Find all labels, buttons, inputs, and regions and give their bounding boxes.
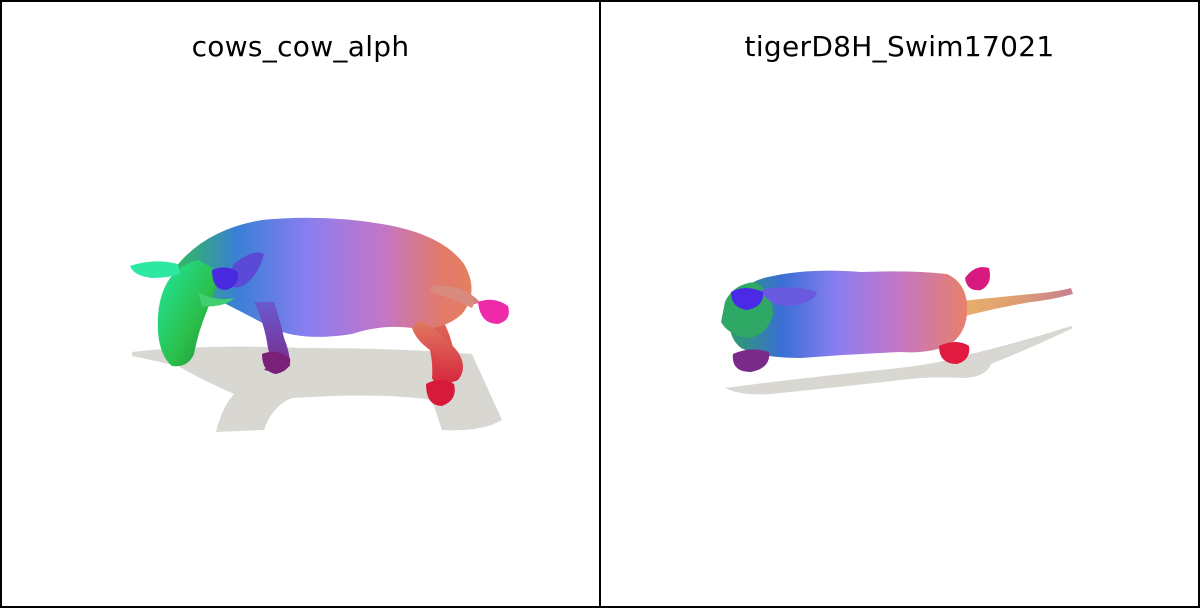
tiger-mesh-render [721, 267, 1073, 395]
left-viewport: cows_cow_alph [0, 0, 601, 608]
cow-body [172, 217, 472, 337]
right-viewport: tigerD8H_Swim17021 [599, 0, 1200, 608]
cow-mesh-render [130, 217, 509, 432]
cow-shadow [132, 346, 502, 432]
right-panel-title: tigerD8H_Swim17021 [744, 30, 1055, 63]
tiger-tail [951, 288, 1073, 318]
left-panel-title: cows_cow_alph [191, 30, 410, 63]
tiger-shadow [725, 326, 1073, 395]
cow-head [157, 260, 217, 367]
